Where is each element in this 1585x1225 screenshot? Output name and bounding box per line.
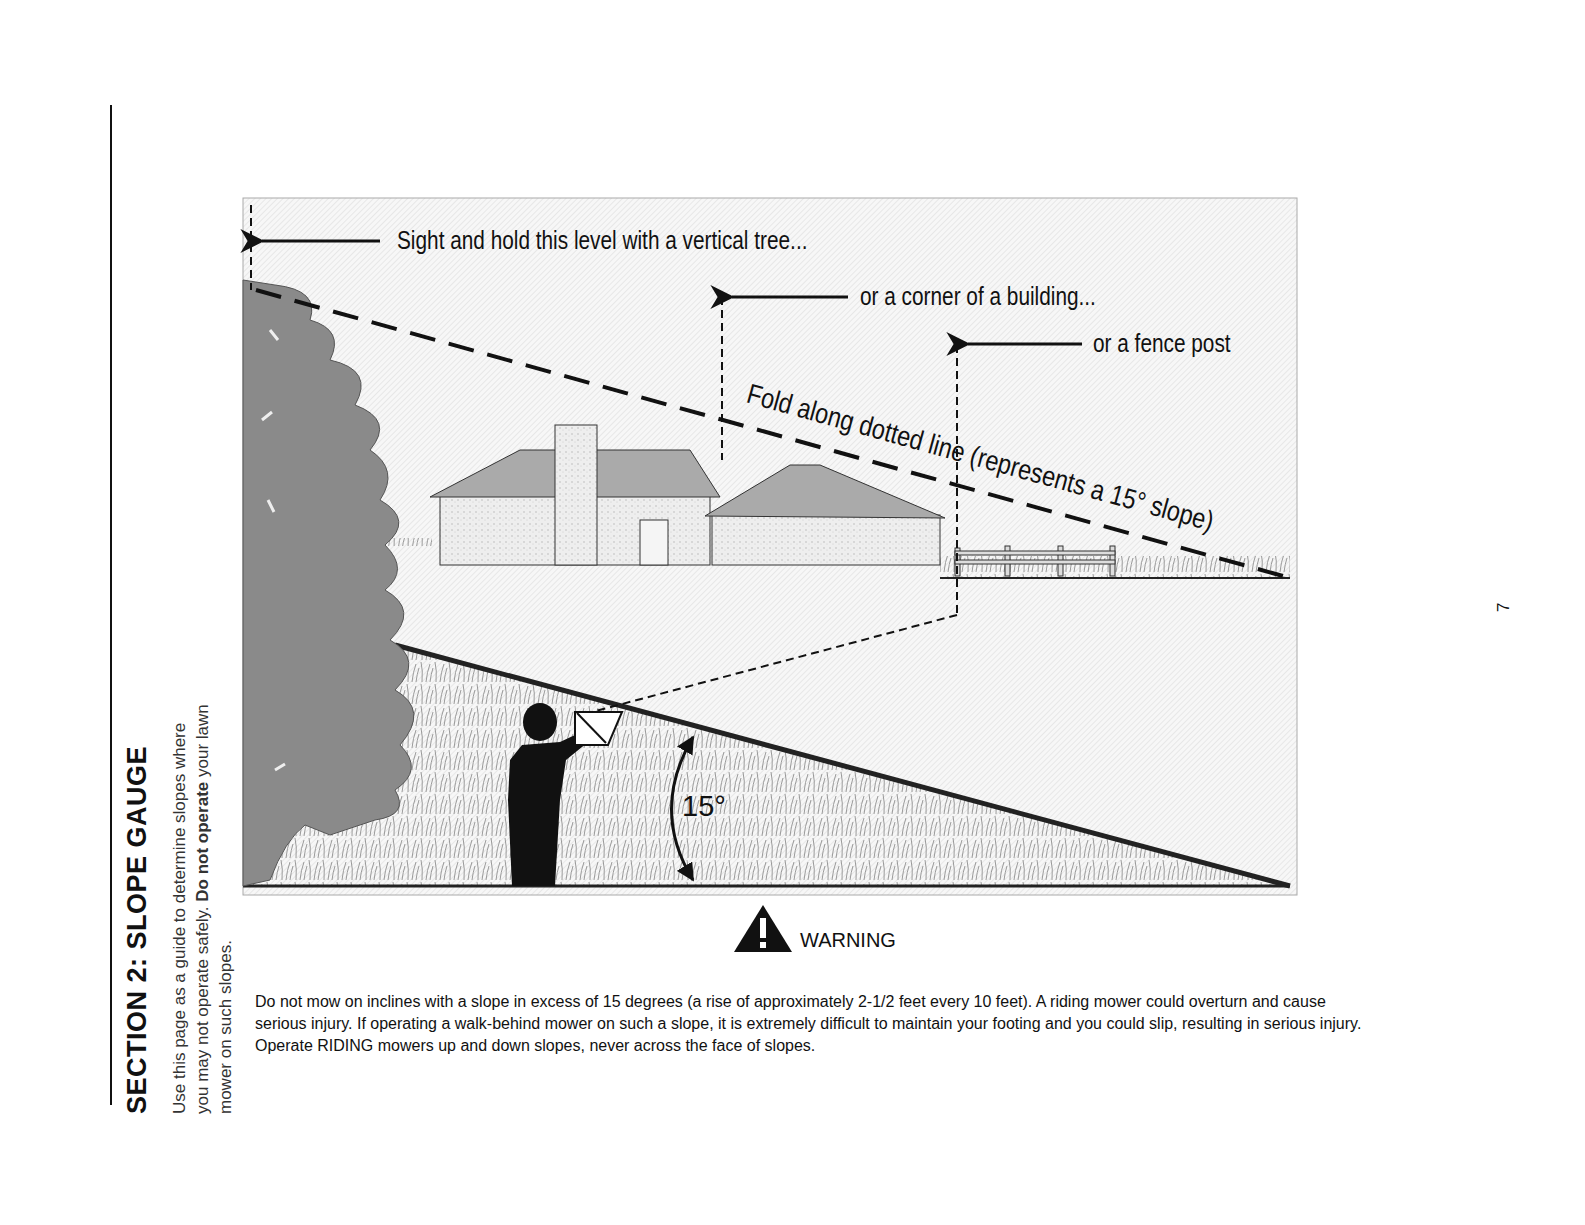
slope-gauge-card <box>575 712 622 745</box>
callout-text: or a corner of a building... <box>860 281 1096 312</box>
callout-text: or a fence post <box>1093 328 1231 359</box>
warning-text: Operate RIDING mowers up and down slopes… <box>255 1035 815 1057</box>
side-intro: Use this page as a guide to determine sl… <box>168 694 237 1114</box>
page-number: 7 <box>1494 603 1514 612</box>
section-title: SECTION 2: SLOPE GAUGE <box>120 104 154 1114</box>
warning-text: Do not mow on inclines with a slope in e… <box>255 991 1365 1035</box>
side-heading: SECTION 2: SLOPE GAUGE Use this page as … <box>120 104 237 1114</box>
ground-line <box>243 885 1290 888</box>
house <box>430 425 945 565</box>
callout-text: Sight and hold this level with a vertica… <box>397 225 807 256</box>
slope-line <box>395 645 1290 886</box>
fence <box>955 546 1115 576</box>
warning-heading: WARNING <box>800 929 896 952</box>
illustration-frame <box>243 198 1297 895</box>
sight-lines <box>251 205 1290 712</box>
angle-label: 15° <box>682 790 726 823</box>
margin-rule <box>110 105 112 1105</box>
warning-icon <box>734 905 792 952</box>
tree <box>243 280 414 886</box>
intro-text: Use this page as a guide to determine sl… <box>170 723 212 1114</box>
intro-emphasis: Do not operate <box>193 782 212 902</box>
